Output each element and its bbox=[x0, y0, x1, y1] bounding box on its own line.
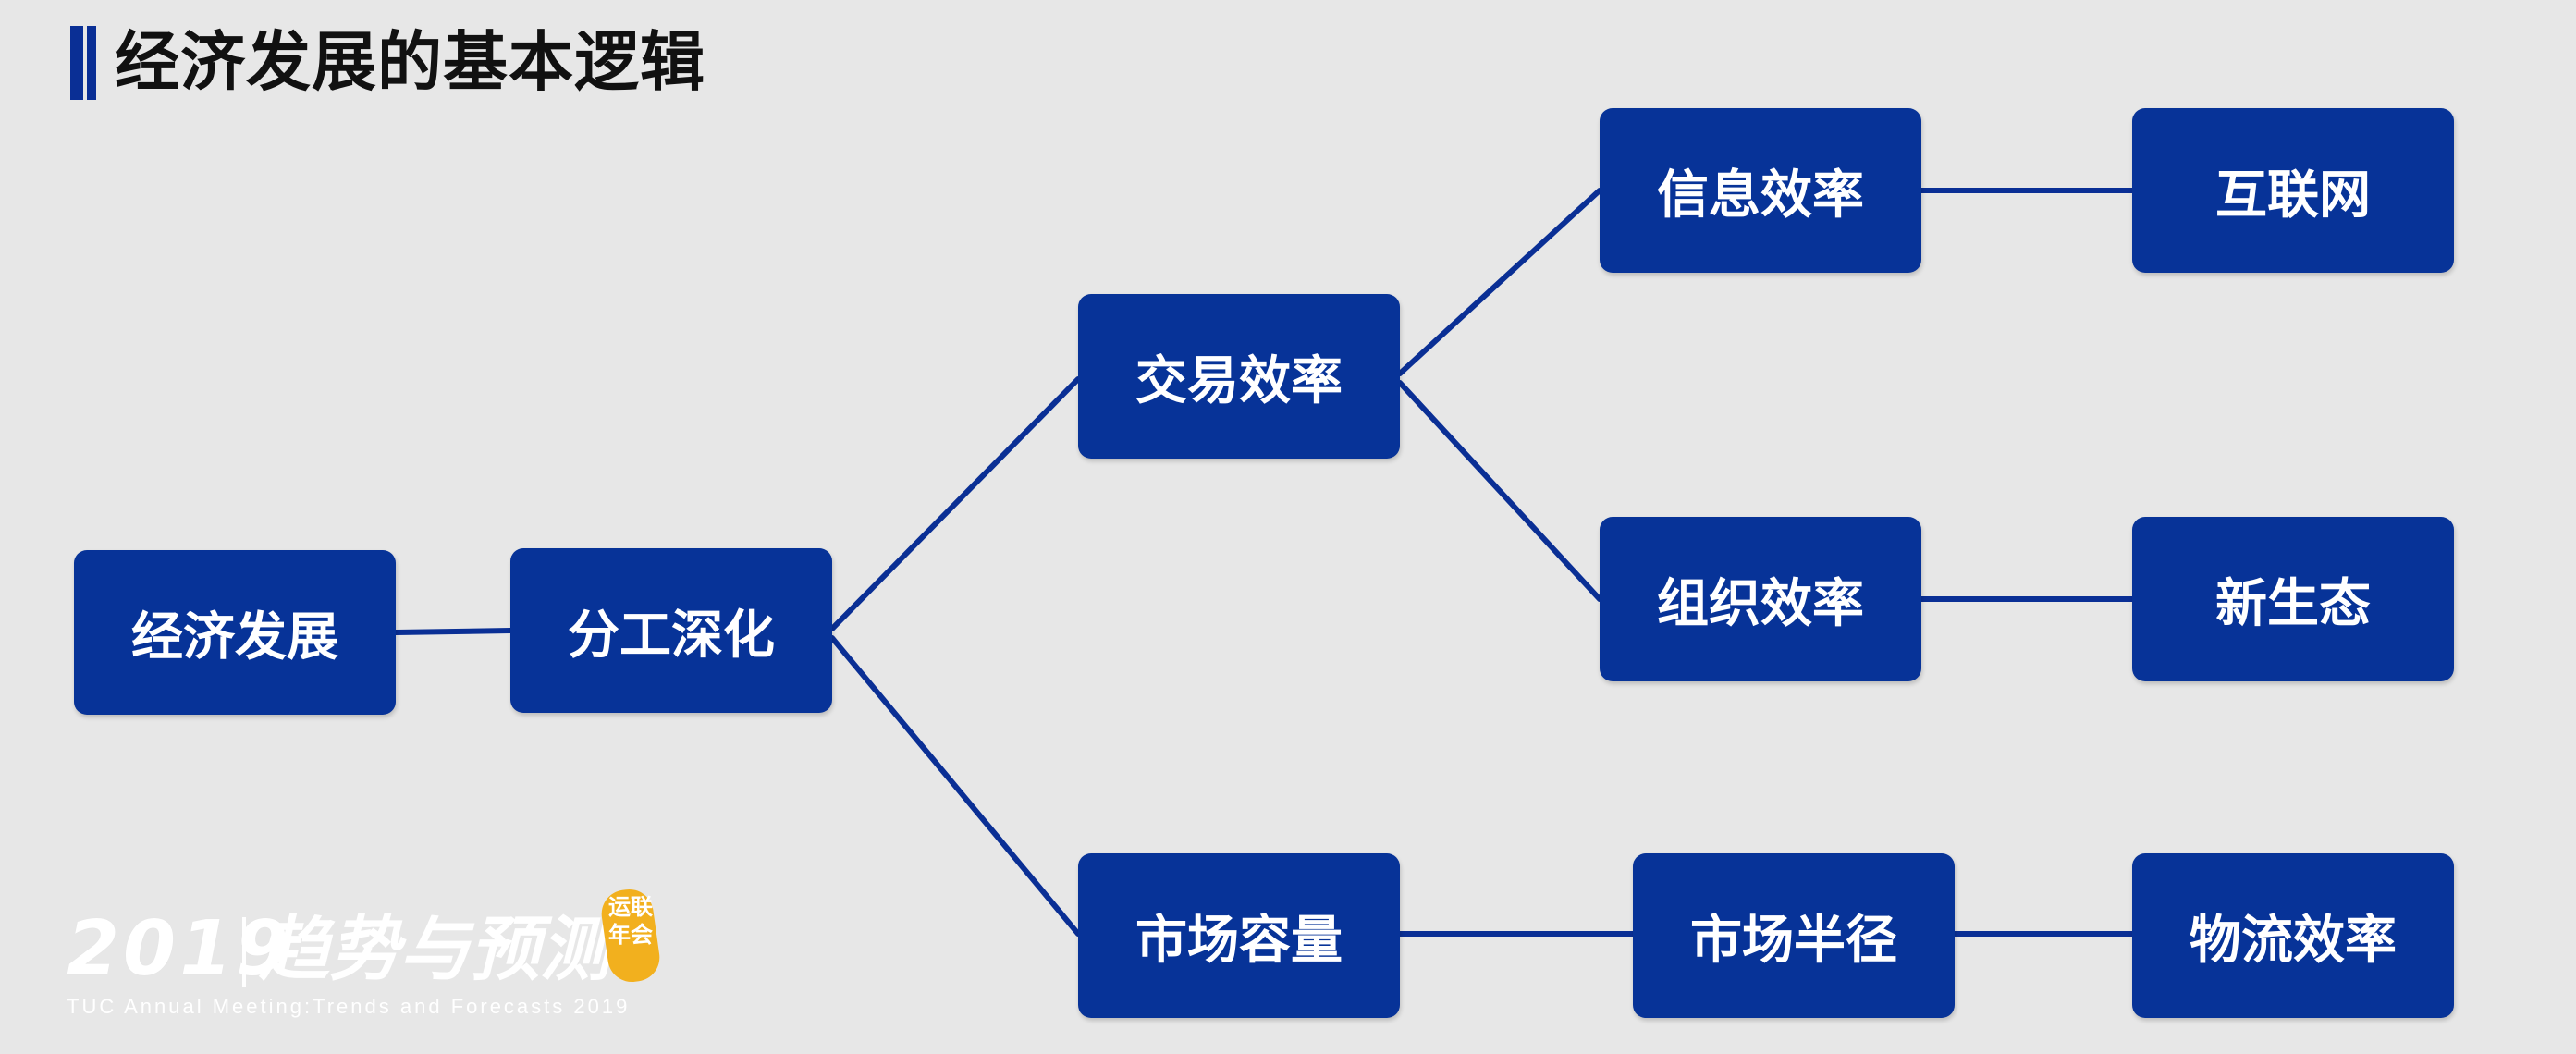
node-transaction-efficiency: 交易效率 bbox=[1078, 294, 1400, 459]
edge-division-to-transaction bbox=[829, 376, 1081, 631]
node-internet: 互联网 bbox=[2132, 108, 2454, 273]
node-organization-efficiency: 组织效率 bbox=[1600, 517, 1921, 681]
edge-economic-to-division bbox=[393, 628, 513, 635]
footer-theme: 趋势与预测 bbox=[259, 908, 610, 990]
node-information-efficiency: 信息效率 bbox=[1600, 108, 1921, 273]
footer-subtitle: TUC Annual Meeting:Trends and Forecasts … bbox=[67, 995, 631, 1018]
title-accent-bar bbox=[70, 26, 96, 100]
node-market-radius: 市场半径 bbox=[1633, 853, 1955, 1018]
node-logistics-efficiency: 物流效率 bbox=[2132, 853, 2454, 1018]
node-new-ecology: 新生态 bbox=[2132, 517, 2454, 681]
page-title: 经济发展的基本逻辑 bbox=[115, 24, 705, 100]
node-division-of-labor: 分工深化 bbox=[510, 548, 832, 713]
edge-transaction-to-information bbox=[1397, 188, 1602, 376]
node-market-capacity: 市场容量 bbox=[1078, 853, 1400, 1018]
node-economic-development: 经济发展 bbox=[74, 550, 396, 715]
edge-division-to-market-capacity bbox=[829, 635, 1081, 937]
edge-transaction-to-organization bbox=[1397, 380, 1602, 602]
footer-year: 2019 bbox=[67, 905, 293, 993]
footer-divider bbox=[242, 917, 246, 987]
footer-badge-text: 运联年会 bbox=[608, 894, 653, 948]
